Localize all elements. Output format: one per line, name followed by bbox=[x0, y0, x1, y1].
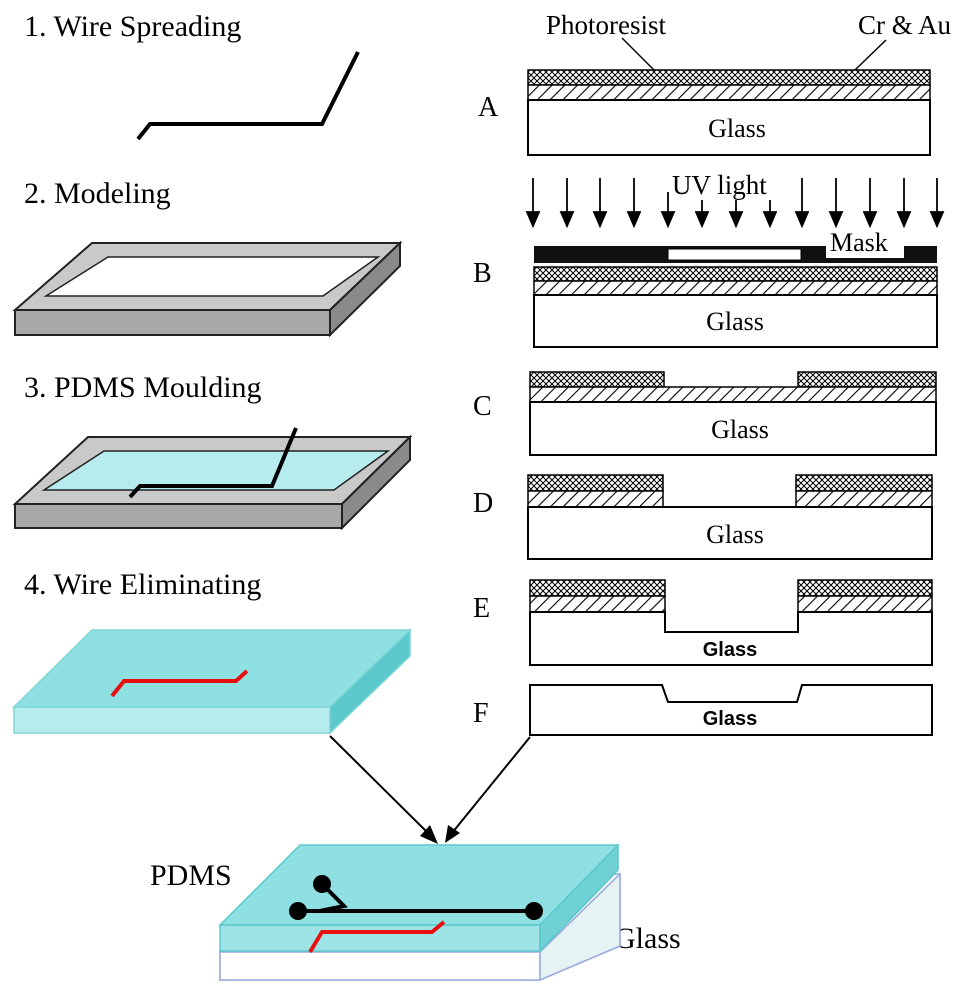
panel-e-letter: E bbox=[473, 593, 490, 624]
panel-e: E Glass bbox=[473, 579, 933, 666]
panel-d: D Glass bbox=[473, 474, 933, 560]
cr-au-layer bbox=[527, 84, 931, 101]
arrow-glass-to-assembly bbox=[451, 736, 531, 834]
glass-b-label: Glass bbox=[706, 307, 764, 336]
panel-a-letter: A bbox=[478, 92, 499, 123]
photoresist-left bbox=[527, 474, 664, 492]
panel-f-letter: F bbox=[473, 698, 489, 729]
cr-au-right bbox=[795, 490, 933, 508]
step-2-label: 2. Modeling bbox=[24, 177, 171, 210]
etched-glass bbox=[529, 611, 933, 666]
inlet-port-2 bbox=[289, 902, 307, 920]
final-glass-label: Glass bbox=[614, 922, 681, 955]
outlet-port bbox=[525, 902, 543, 920]
photoresist-right bbox=[797, 579, 933, 597]
glass-substrate bbox=[529, 401, 937, 456]
glass-f-label: Glass bbox=[703, 708, 757, 730]
glass-substrate bbox=[527, 506, 933, 560]
cr-au-layer bbox=[533, 280, 938, 296]
step-1-label: 1. Wire Spreading bbox=[24, 10, 241, 43]
panel-a: A Glass bbox=[478, 69, 931, 156]
uv-light-label: UV light bbox=[672, 170, 767, 200]
step-3-label: 3. PDMS Moulding bbox=[24, 371, 262, 404]
cr-au-left bbox=[527, 490, 664, 508]
mask-label-bg bbox=[826, 231, 904, 258]
etched-glass bbox=[529, 684, 933, 736]
panel-f: F Glass bbox=[473, 684, 933, 736]
mould-frame bbox=[12, 240, 403, 338]
glass-e-label: Glass bbox=[703, 639, 757, 661]
glass-a-label: Glass bbox=[708, 114, 766, 143]
panel-d-letter: D bbox=[473, 488, 493, 519]
wire-shape bbox=[136, 51, 360, 141]
embedded-wire bbox=[128, 427, 298, 499]
photoresist-layer bbox=[527, 69, 931, 86]
pdms-label: PDMS bbox=[150, 859, 232, 892]
red-channel bbox=[308, 920, 446, 954]
panel-b-letter: B bbox=[473, 258, 492, 289]
glass-substrate bbox=[527, 99, 931, 156]
arrow-pdms-to-assembly bbox=[329, 735, 431, 836]
mask-label: Mask bbox=[830, 228, 888, 257]
inlet-port-1 bbox=[313, 875, 331, 893]
uv-label-bg bbox=[670, 170, 788, 200]
photoresist-layer bbox=[533, 266, 938, 282]
photoresist-label: Photoresist bbox=[546, 10, 667, 40]
pdms-block bbox=[12, 628, 412, 735]
photoresist-left bbox=[529, 579, 666, 597]
pdms-mould bbox=[12, 427, 413, 531]
step-4-label: 4. Wire Eliminating bbox=[24, 568, 261, 601]
panel-b: B Mask Glass bbox=[473, 228, 938, 348]
channel-wire bbox=[110, 669, 249, 698]
arrowhead-left bbox=[420, 825, 438, 844]
panel-c-letter: C bbox=[473, 391, 492, 422]
cr-au-layer bbox=[529, 386, 937, 403]
cr-au-left bbox=[529, 595, 666, 613]
glass-d-label: Glass bbox=[706, 520, 764, 549]
photoresist-left bbox=[529, 371, 665, 388]
glass-c-label: Glass bbox=[711, 415, 769, 444]
mask-opening bbox=[667, 248, 802, 261]
glass-substrate bbox=[533, 294, 938, 348]
final-device bbox=[218, 843, 621, 982]
panel-c: C Glass bbox=[473, 371, 937, 456]
arrowhead-right bbox=[445, 825, 460, 843]
photoresist-right bbox=[797, 371, 937, 388]
cr-au-label: Cr & Au bbox=[858, 10, 952, 40]
uv-arrows bbox=[525, 178, 945, 229]
photoresist-right bbox=[795, 474, 933, 492]
cr-au-right bbox=[797, 595, 933, 613]
